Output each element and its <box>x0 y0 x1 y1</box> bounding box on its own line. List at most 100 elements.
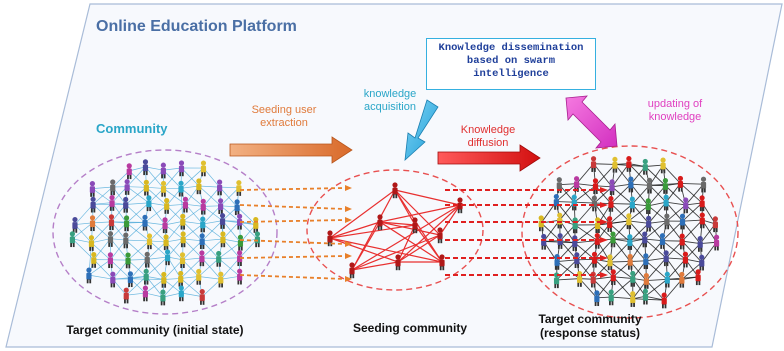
network-edge <box>628 220 646 240</box>
diffusion-dotted-arrowhead <box>600 202 608 208</box>
network-edge <box>666 204 687 222</box>
network-edge <box>595 164 616 187</box>
knowledge-acquisition-arrow <box>404 99 439 162</box>
knowledge-diffusion-arrow <box>437 144 541 172</box>
network-edge <box>611 296 633 300</box>
person-icon <box>164 198 170 214</box>
network-edge <box>92 188 113 203</box>
network-edge <box>394 189 443 263</box>
network-edge <box>629 241 647 262</box>
person-icon <box>196 268 202 285</box>
person-icon <box>439 254 445 271</box>
network-edge <box>610 203 630 222</box>
network-edge <box>181 292 203 297</box>
network-edge <box>663 279 683 301</box>
person-icon <box>679 213 686 230</box>
network-edge <box>665 240 683 259</box>
person-icon <box>199 289 205 305</box>
network-edge <box>592 261 611 280</box>
network-edge <box>166 205 184 222</box>
seeding-dotted-line <box>239 219 346 223</box>
person-icon <box>660 157 666 174</box>
person-icon <box>610 269 616 286</box>
network-edge <box>202 205 221 225</box>
network-edge <box>149 240 167 243</box>
network-edge <box>609 203 633 225</box>
seeding-community-caption: Seeding community <box>352 321 468 335</box>
person-icon <box>200 160 207 177</box>
network-edge <box>397 234 441 263</box>
network-edge <box>592 278 612 298</box>
person-icon <box>377 214 383 231</box>
network-edge <box>146 186 164 189</box>
person-icon <box>124 179 130 195</box>
person-icon <box>142 214 148 231</box>
person-icon <box>630 291 636 307</box>
person-icon <box>110 271 116 288</box>
network-edge <box>666 201 686 206</box>
network-edge <box>182 221 203 242</box>
diffusion-label-line-1: Knowledge <box>460 124 516 136</box>
network-edge <box>127 186 147 188</box>
network-edge <box>596 276 614 299</box>
person-icon <box>200 216 206 233</box>
person-icon <box>663 194 669 211</box>
network-edge <box>222 220 241 243</box>
network-edge <box>88 259 111 276</box>
network-edge <box>574 242 595 260</box>
network-edge <box>92 222 111 239</box>
knowledge-diffusion-label: Knowledge diffusion <box>448 124 528 149</box>
seeding-community-network <box>327 182 463 279</box>
seeding-label-line-2: extraction <box>260 116 308 129</box>
person-icon <box>196 178 202 195</box>
person-icon <box>682 251 689 268</box>
network-edge <box>648 201 667 224</box>
network-edge <box>72 238 92 244</box>
person-icon <box>216 250 222 267</box>
network-edge <box>126 186 150 204</box>
person-icon <box>123 215 130 232</box>
initial-community-network <box>69 159 261 306</box>
network-edge <box>145 279 165 294</box>
network-edge <box>198 185 220 188</box>
response-status-caption: Target community (response status) <box>520 312 660 341</box>
person-icon <box>199 250 205 267</box>
person-icon <box>661 292 667 309</box>
diffusion-dotted-arrowhead <box>600 237 608 243</box>
network-edge <box>574 202 595 226</box>
seeding-dotted-line <box>239 255 346 259</box>
seeding-dotted-line <box>239 187 346 191</box>
network-edge <box>182 257 202 261</box>
person-icon <box>179 252 186 269</box>
person-icon <box>627 253 633 270</box>
network-edge <box>645 278 668 297</box>
person-icon <box>237 213 243 230</box>
propagation-dotted-arrows <box>239 185 608 282</box>
person-icon <box>217 179 223 196</box>
person-icon <box>662 178 669 194</box>
knowledge-updating-arrow <box>565 95 618 149</box>
network-edge <box>164 221 183 226</box>
network-edge <box>93 238 111 260</box>
person-icon <box>609 179 615 196</box>
network-edge <box>685 202 703 206</box>
person-icon <box>628 176 634 193</box>
person-icon <box>608 289 614 306</box>
seeding-dotted-arrowhead <box>345 253 352 259</box>
network-edge <box>685 258 702 263</box>
network-edge <box>379 221 416 226</box>
person-icon <box>697 235 703 252</box>
network-edge <box>379 204 461 223</box>
network-edge <box>609 241 631 263</box>
network-edge <box>148 202 167 206</box>
person-icon <box>90 196 96 213</box>
platform-title: Online Education Platform <box>96 18 297 35</box>
network-edge <box>91 221 112 243</box>
network-edge <box>329 221 381 239</box>
network-edge <box>74 204 94 225</box>
network-edge <box>146 241 167 260</box>
network-edge <box>574 224 598 241</box>
community-title: Community <box>96 121 168 136</box>
response-caption-line-1: Target community <box>538 312 642 326</box>
